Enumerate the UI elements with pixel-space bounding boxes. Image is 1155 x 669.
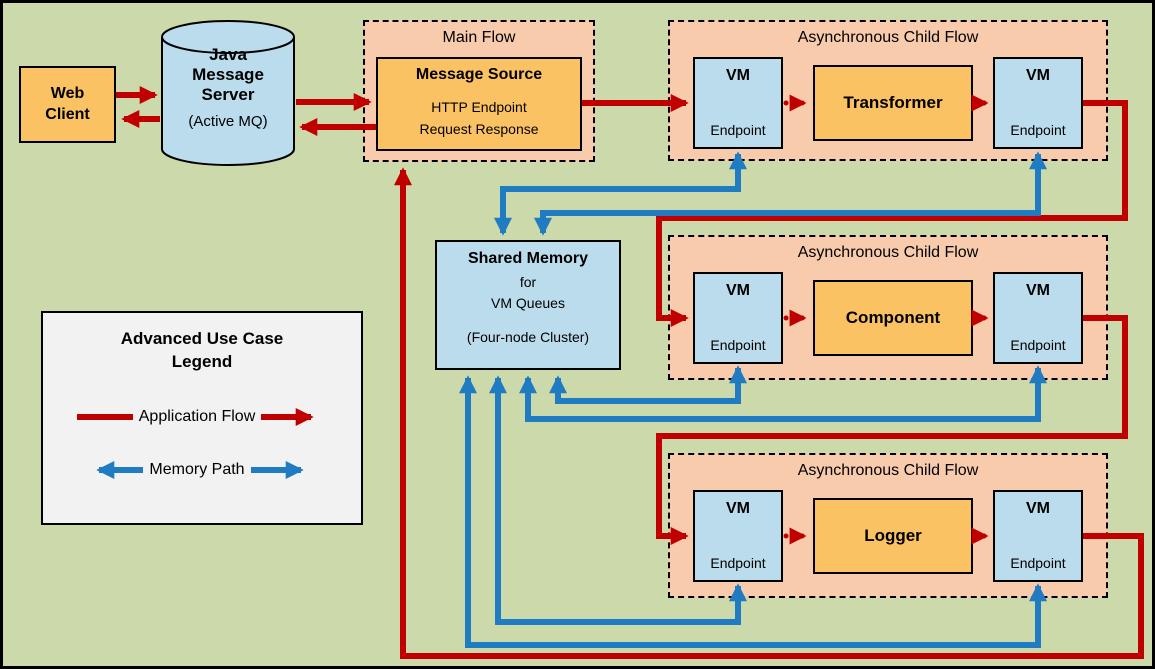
- memory-path-arrow-left: [96, 460, 144, 479]
- jms-node: Java Message Server (Active MQ): [180, 45, 276, 130]
- legend-item-application-flow: Application Flow: [43, 407, 361, 427]
- vm-endpoint-flow3-out: VM Endpoint: [993, 490, 1083, 582]
- message-source-line: Request Response: [419, 120, 539, 137]
- web-client-node: Web Client: [19, 66, 116, 143]
- message-source-line: HTTP Endpoint: [431, 99, 527, 115]
- legend-item-memory-path: Memory Path: [43, 460, 361, 480]
- vm-title: VM: [1026, 282, 1050, 299]
- legend-label-memory-path: Memory Path: [149, 460, 245, 478]
- legend-title: Advanced Use Case Legend: [120, 329, 284, 371]
- legend-label-application-flow: Application Flow: [138, 407, 256, 425]
- vm-subtitle: Endpoint: [710, 555, 766, 571]
- vm-subtitle: Endpoint: [1010, 122, 1066, 138]
- vm-title: VM: [1026, 67, 1050, 84]
- message-source-node: Message Source HTTP Endpoint Request Res…: [376, 57, 582, 151]
- vm-endpoint-flow2-in: VM Endpoint: [693, 272, 783, 364]
- processor-component: Component: [813, 280, 973, 356]
- main-flow-label: Main Flow: [442, 29, 516, 46]
- jms-title: Java Message Server: [192, 45, 264, 105]
- memory-path-arrow: [534, 151, 1047, 236]
- memory-path-arrow: [494, 151, 747, 236]
- vm-subtitle: Endpoint: [1010, 337, 1066, 353]
- vm-title: VM: [1026, 500, 1050, 517]
- vm-subtitle: Endpoint: [1010, 555, 1066, 571]
- shared-memory-cluster-line: (Four-node Cluster): [466, 329, 590, 345]
- vm-endpoint-flow2-out: VM Endpoint: [993, 272, 1083, 364]
- child-flow-1-label: Asynchronous Child Flow: [797, 29, 979, 46]
- legend: Advanced Use Case Legend Application Flo…: [41, 311, 363, 525]
- jms-subtitle: (Active MQ): [188, 113, 268, 131]
- vm-endpoint-flow1-out: VM Endpoint: [993, 57, 1083, 149]
- application-flow-arrow-right: [261, 407, 314, 426]
- vm-title: VM: [726, 500, 750, 517]
- processor-transformer: Transformer: [813, 65, 973, 141]
- shared-memory-line: VM Queues: [491, 295, 565, 311]
- vm-endpoint-flow3-in: VM Endpoint: [693, 490, 783, 582]
- vm-title: VM: [726, 67, 750, 84]
- child-flow-3-label: Asynchronous Child Flow: [797, 462, 979, 479]
- child-flow-2-label: Asynchronous Child Flow: [797, 244, 979, 261]
- vm-endpoint-flow1-in: VM Endpoint: [693, 57, 783, 149]
- shared-memory-node: Shared Memory for VM Queues (Four-node C…: [435, 240, 621, 370]
- memory-path-arrow-right: [250, 460, 304, 479]
- vm-subtitle: Endpoint: [710, 122, 766, 138]
- vm-subtitle: Endpoint: [710, 337, 766, 353]
- vm-title: VM: [726, 282, 750, 299]
- shared-memory-title: Shared Memory: [467, 250, 589, 267]
- shared-memory-line: for: [519, 274, 537, 290]
- message-source-title: Message Source: [415, 66, 543, 83]
- application-flow-line-left: [76, 413, 133, 420]
- processor-logger: Logger: [813, 498, 973, 574]
